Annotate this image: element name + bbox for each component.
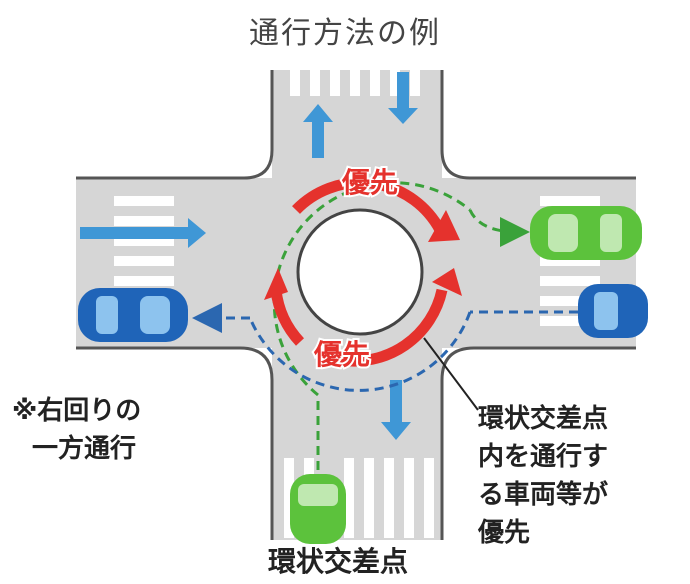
green-vehicle-path	[272, 181, 530, 470]
priority-label-bottom: 優先	[313, 338, 370, 371]
car-blue-right	[578, 284, 648, 338]
priority-note-line-3: る車両等が	[478, 480, 609, 510]
blue-direction-arrows	[80, 72, 418, 440]
priority-note-line-1: 環状交差点	[478, 404, 609, 434]
one-way-note: ※右回りの 一方通行	[12, 392, 141, 468]
priority-arrowheads	[264, 210, 462, 300]
priority-note-line-4: 優先	[478, 518, 531, 548]
crosswalk-top	[290, 70, 420, 96]
priority-note: 環状交差点 内を通行す る車両等が 優先	[478, 400, 608, 552]
car-green-bottom	[290, 474, 346, 544]
diagram-title: 通行方法の例	[249, 16, 441, 51]
blue-vehicle-path	[192, 303, 578, 392]
callout-leader-line	[423, 337, 479, 411]
priority-note-line-2: 内を通行す	[478, 442, 609, 472]
priority-label-top: 優先	[341, 166, 398, 199]
one-way-note-line-2: 一方通行	[32, 434, 137, 464]
car-blue-left	[78, 288, 188, 342]
car-green-right	[530, 206, 642, 260]
center-island	[296, 208, 424, 336]
one-way-note-line-1: ※右回りの	[12, 396, 142, 426]
roundabout-label: 環状交差点	[268, 545, 409, 578]
